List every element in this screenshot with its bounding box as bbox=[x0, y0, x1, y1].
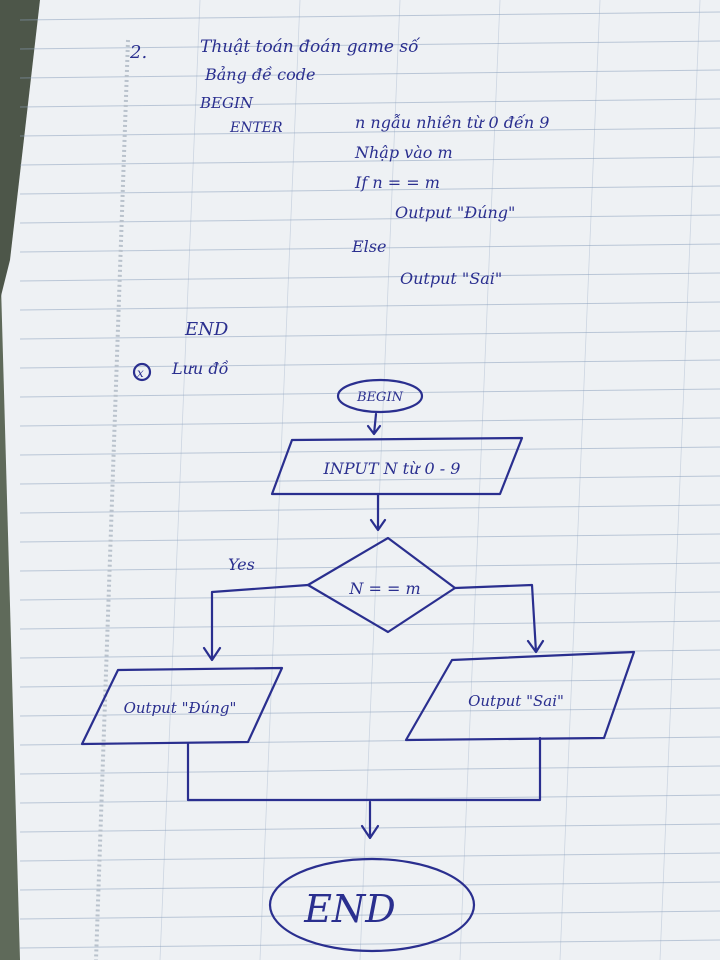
ruled-line bbox=[19, 11, 720, 21]
ruled-line bbox=[19, 98, 720, 108]
ruled-line bbox=[19, 214, 720, 224]
arrow-begin-input bbox=[366, 412, 382, 436]
ruled-line bbox=[19, 388, 720, 398]
arrow-merge-end bbox=[360, 800, 380, 840]
ruled-line bbox=[19, 417, 720, 427]
ruled-line bbox=[19, 678, 720, 688]
begin-text: BEGIN bbox=[356, 390, 404, 405]
ruled-line bbox=[19, 243, 720, 253]
ruled-line bbox=[19, 881, 720, 891]
input-text: INPUT N từ 0 - 9 bbox=[323, 459, 461, 478]
ruled-line bbox=[19, 591, 720, 601]
ruled-line bbox=[19, 910, 720, 920]
item-number: 2. bbox=[129, 42, 147, 63]
ruled-line bbox=[19, 852, 720, 862]
ruled-column bbox=[659, 0, 701, 960]
output-left-text: Output "Đúng" bbox=[124, 699, 237, 717]
pseudo-line-random: n ngẫu nhiên từ 0 đến 9 bbox=[355, 113, 549, 132]
ruled-line bbox=[19, 649, 720, 659]
ruled-line bbox=[19, 301, 720, 311]
ruled-line bbox=[19, 620, 720, 630]
pseudocode-label: Bảng đề code bbox=[204, 65, 315, 84]
begin-terminal bbox=[336, 378, 424, 414]
ruled-line bbox=[19, 939, 720, 949]
pseudo-line-else: Else bbox=[351, 237, 386, 256]
yes-label: Yes bbox=[228, 555, 255, 574]
ruled-line bbox=[19, 446, 720, 456]
ruled-line bbox=[19, 533, 720, 543]
merge-connector bbox=[186, 736, 542, 802]
ruled-line bbox=[19, 272, 720, 282]
ruled-line bbox=[19, 707, 720, 717]
pseudo-line-enter: ENTER bbox=[229, 120, 283, 136]
arrow-input-decision bbox=[369, 492, 387, 532]
arrow-no-branch bbox=[453, 583, 545, 654]
decision-text: N = = m bbox=[348, 579, 420, 598]
input-parallelogram bbox=[270, 436, 524, 496]
ruled-column bbox=[559, 0, 601, 960]
pseudo-line-input: Nhập vào m bbox=[354, 143, 453, 162]
ruled-line bbox=[19, 40, 720, 50]
ruled-line bbox=[19, 127, 720, 137]
arrow-yes-branch bbox=[202, 583, 310, 662]
end-text: END bbox=[303, 887, 395, 931]
ruled-line bbox=[19, 156, 720, 166]
desk-background bbox=[0, 0, 40, 300]
notes-heading: Thuật toán đoán game số bbox=[200, 37, 421, 57]
page-binding-edge bbox=[94, 39, 130, 960]
pseudo-line-if: If n = = m bbox=[354, 173, 440, 192]
ruled-line bbox=[19, 185, 720, 195]
bullet-mark: x bbox=[137, 366, 144, 380]
output-right-text: Output "Sai" bbox=[468, 692, 564, 710]
output-right-parallelogram bbox=[404, 650, 636, 742]
end-terminal bbox=[268, 857, 476, 953]
ruled-line bbox=[19, 69, 720, 79]
ruled-line bbox=[19, 330, 720, 340]
flowchart-label: Lưu đồ bbox=[171, 359, 229, 378]
bullet-circle bbox=[132, 362, 152, 382]
flowchart: BEGIN INPUT N từ 0 - 9 N = = m Yes Outpu… bbox=[80, 378, 636, 953]
ruled-line bbox=[19, 765, 720, 775]
pseudo-line-end: END bbox=[184, 319, 229, 340]
pseudo-line-output-false: Output "Sai" bbox=[400, 269, 502, 288]
pseudo-line-output-true: Output "Đúng" bbox=[395, 203, 515, 222]
ruled-column bbox=[159, 0, 201, 960]
ruled-line bbox=[19, 562, 720, 572]
ruled-line bbox=[19, 475, 720, 485]
output-left-parallelogram bbox=[80, 666, 284, 746]
decision-diamond bbox=[306, 536, 457, 634]
pseudo-line-begin: BEGIN bbox=[199, 94, 254, 112]
ruled-line bbox=[19, 504, 720, 514]
